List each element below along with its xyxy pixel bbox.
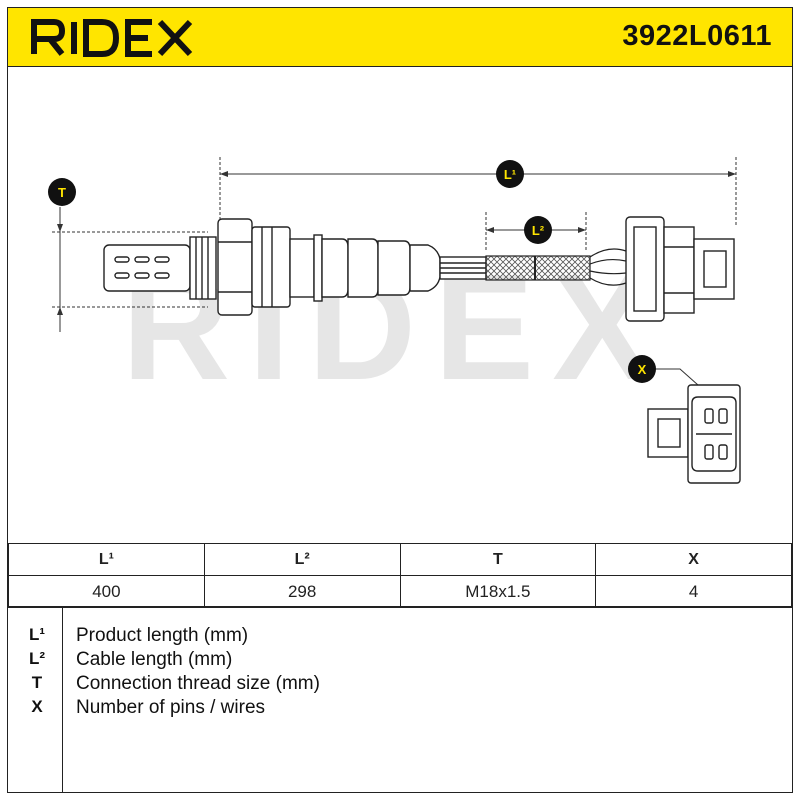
dimension-t <box>52 207 208 332</box>
x-leader <box>652 368 699 386</box>
legend-item: T Connection thread size (mm) <box>8 673 792 697</box>
spec-header-t: T <box>399 543 597 576</box>
spec-value-row: 400 298 M18x1.5 4 <box>8 575 792 608</box>
part-number: 3922L0611 <box>622 20 772 52</box>
legend-desc: Cable length (mm) <box>76 649 233 670</box>
legend-key: L¹ <box>28 625 46 644</box>
spec-value-x: 4 <box>595 575 792 608</box>
l2-marker <box>524 216 552 244</box>
spec-value-l1: 400 <box>8 575 205 608</box>
braided-cable <box>485 255 591 281</box>
legend-desc: Connection thread size (mm) <box>76 673 320 694</box>
spec-table: L¹ L² T X 400 298 M18x1.5 4 <box>8 543 792 608</box>
spec-header-l1: L¹ <box>8 543 205 576</box>
legend-key: L² <box>28 649 46 668</box>
x-marker-label: X <box>638 362 647 377</box>
legend-divider <box>62 607 63 793</box>
dimension-l1 <box>219 157 737 227</box>
wire-fan <box>589 248 627 286</box>
legend: L¹ Product length (mm) L² Cable length (… <box>8 606 792 793</box>
sensor-drawing: RIDEX L¹ L² T <box>48 157 741 484</box>
spec-header-row: L¹ L² T X <box>8 543 792 576</box>
legend-desc: Product length (mm) <box>76 625 249 646</box>
l2-marker-label: L² <box>532 223 545 238</box>
spec-value-t: M18x1.5 <box>399 575 597 608</box>
legend-item: L¹ Product length (mm) <box>8 625 792 649</box>
t-marker-label: T <box>58 185 66 200</box>
connector-front <box>647 384 741 484</box>
legend-key: T <box>31 673 43 692</box>
product-sheet: 3922L0611 RIDEX L¹ L² <box>7 7 793 793</box>
legend-item: L² Cable length (mm) <box>8 649 792 673</box>
legend-key: X <box>31 697 43 716</box>
legend-desc: Number of pins / wires <box>76 697 266 718</box>
l1-marker <box>496 160 524 188</box>
l1-marker-label: L¹ <box>504 167 516 182</box>
spec-header-x: X <box>595 543 792 576</box>
t-marker <box>48 178 76 206</box>
sensor-body <box>103 218 487 316</box>
x-marker <box>628 355 656 383</box>
connector-side <box>625 216 735 322</box>
ridex-logo <box>31 19 193 57</box>
legend-item: X Number of pins / wires <box>8 697 792 721</box>
header-bar: 3922L0611 <box>8 8 792 67</box>
spec-header-l2: L² <box>203 543 401 576</box>
spec-value-l2: 298 <box>203 575 401 608</box>
